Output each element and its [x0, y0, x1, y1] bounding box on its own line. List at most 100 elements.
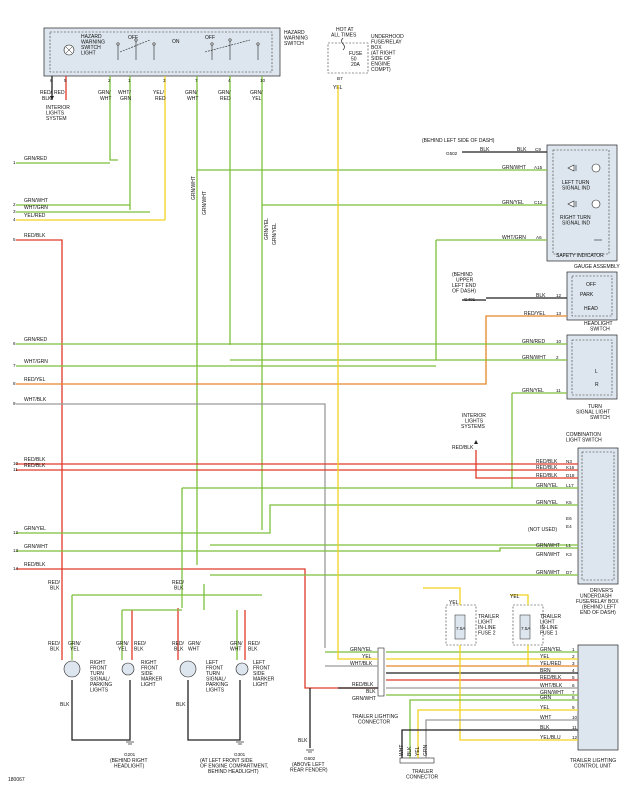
left-row-number: 10: [13, 461, 19, 466]
left-wire-label: GRN/RED: [24, 156, 47, 162]
pin-a15: A15: [534, 165, 543, 170]
cu-wire-label: GRN/YEL: [540, 647, 562, 653]
ground-symbols: [126, 741, 314, 753]
rf-side-red: RED/BLK: [134, 641, 147, 653]
cu-wire-label: GRN/WHT: [540, 690, 564, 696]
hazard-wire-label: GRN/: [98, 90, 111, 96]
connector-wire-label: WHT/BLK: [350, 661, 373, 667]
hazard-pin: 3: [163, 78, 166, 83]
gauge-a6-wire: WHT/GRN: [502, 235, 526, 241]
cu-wire-label: WHT/BLK: [540, 683, 563, 689]
pin-2: 2: [556, 355, 559, 360]
left-row-number: 8: [13, 381, 16, 386]
cu-pin: 1: [572, 647, 575, 652]
left-wire-label: WHT/GRN: [24, 359, 48, 365]
hazard-wire-label: WHT: [187, 96, 198, 102]
gauge-ground-note: (BEHIND LEFT SIDE OF DASH): [422, 138, 495, 144]
cu-pin: 11: [572, 725, 577, 730]
cu-wire-label: RED/BLK: [540, 675, 562, 681]
turn-r: R: [595, 382, 599, 388]
underdash-fuse-box: [577, 447, 619, 585]
g602: G602: [304, 756, 316, 761]
rf-side-bulb-icon: [121, 662, 135, 676]
underdash-wire-label: GRN/YEL: [536, 483, 558, 489]
trailer-connector: [399, 757, 435, 764]
underdash-pin: E4: [566, 524, 572, 529]
rf-wire-labels: RED/BLK: [48, 641, 61, 653]
vlabel-grnwht-2: GRN/WHT: [202, 191, 208, 215]
vlabel-grnyel-2: GRN/YEL: [272, 223, 278, 245]
lf-redblk: RED/BLK: [172, 641, 185, 653]
not-used: (NOT USED): [528, 527, 557, 533]
cu-pin: 12: [572, 735, 578, 740]
trailer-fuse-2: [445, 604, 477, 646]
headlight-head: HEAD: [584, 306, 598, 312]
vlabel-grnyel-1: GRN/YEL: [264, 218, 270, 240]
interior-redblk: RED/BLK: [452, 445, 474, 451]
turn-grnwht-wire: GRN/WHT: [522, 355, 546, 361]
underdash-wire-label: GRN/YEL: [536, 500, 558, 506]
rf-grnyel: GRN/YEL: [68, 641, 81, 653]
gauge-c12-wire: GRN/YEL: [502, 200, 524, 206]
gauge-assembly-label: GAUGE ASSEMBLY: [574, 264, 620, 270]
left-wire-label: RED/BLK: [24, 457, 46, 463]
left-row-number: 3: [13, 209, 16, 214]
cu-wire-label: YEL/BLU: [540, 735, 561, 741]
hazard-wire-label: GRN/: [250, 90, 263, 96]
hazard-wire-label: YEL/: [153, 90, 164, 96]
left-row-number: 7: [13, 363, 16, 368]
cu-pin: 2: [572, 654, 575, 659]
trailer-control-unit-box: [577, 644, 619, 751]
hazard-wire-label: WHT/: [118, 90, 131, 96]
hazard-wire-label: GRN/: [185, 90, 198, 96]
left-wire-label: GRN/RED: [24, 337, 47, 343]
diagram-id: 180067: [8, 777, 25, 783]
hazard-pin: 4: [228, 78, 231, 83]
hazard-wire-label: BLK: [42, 96, 52, 102]
cu-wire-label: YEL/RED: [540, 661, 562, 667]
left-row-number: 14: [13, 566, 19, 571]
lf-side-red: RED/BLK: [248, 641, 261, 653]
cu-wire-label: GRN: [540, 695, 552, 701]
left-wire-label: WHT/GRN: [24, 205, 48, 211]
hazard-warning-switch-box: [43, 27, 281, 77]
left-row-number: 12: [13, 530, 19, 535]
left-row-number: 9: [13, 401, 16, 406]
gauge-c9-wire-2: BLK: [517, 147, 527, 153]
pin-13: 13: [556, 311, 562, 316]
underdash-pin: K5: [566, 500, 572, 505]
left-row-number: 5: [13, 237, 16, 242]
lf-turn-bulb-icon: [179, 660, 197, 678]
hazard-off1: OFF: [128, 35, 138, 41]
trailer-bottom-wire-label: BLK: [407, 746, 413, 756]
cu-pin: 10: [572, 715, 578, 720]
gauge-c9-wire: BLK: [480, 147, 490, 153]
fuse1-yel: YEL: [510, 594, 520, 600]
vlabel-grnwht-1: GRN/WHT: [191, 176, 197, 200]
fuse2-yel: YEL: [449, 600, 459, 606]
hazard-pin: 10: [260, 78, 266, 83]
hazard-wire-label: YEL: [252, 96, 262, 102]
safety-indicator: SAFETY INDICATOR: [556, 253, 604, 259]
trailer-bottom-wire-label: GRN: [423, 745, 429, 757]
left-row-number: 4: [13, 217, 16, 222]
cu-wire-label: YEL: [540, 705, 550, 711]
left-wire-label: YEL/RED: [24, 213, 46, 219]
hazard-wire-label: WHT: [100, 96, 111, 102]
